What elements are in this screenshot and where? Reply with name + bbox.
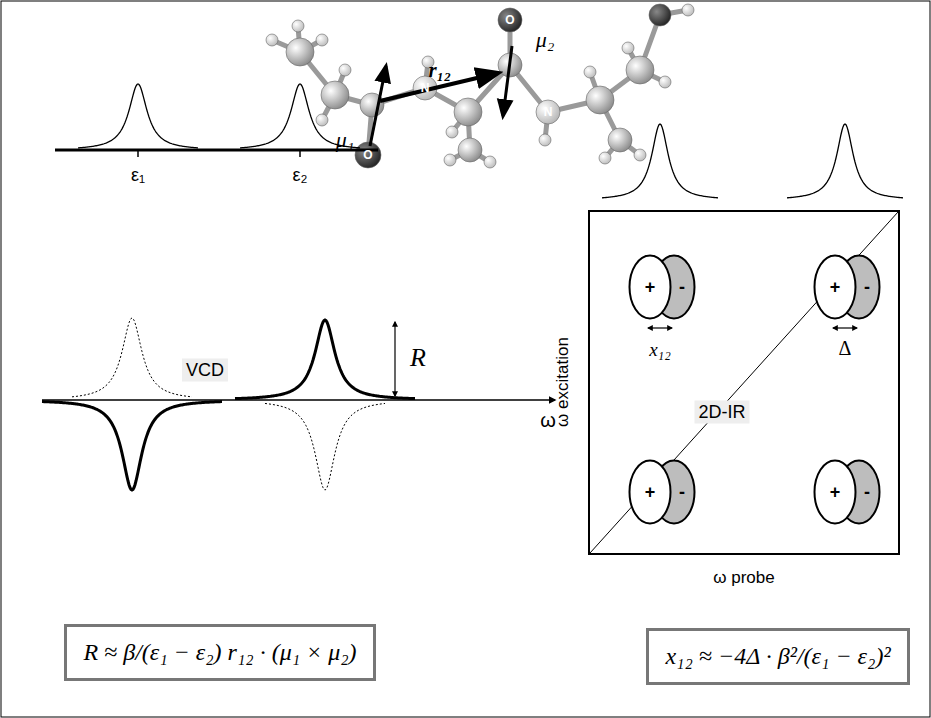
- sign-label: -: [679, 482, 685, 503]
- atom-label: N: [544, 105, 553, 119]
- sign-label: -: [679, 277, 685, 298]
- drawing-part: [626, 56, 654, 84]
- distance-label: r₁₂: [429, 58, 452, 83]
- two-d-ir-plot: 2D-IR + - + - + - + -: [588, 210, 900, 555]
- drawing-part: [586, 86, 614, 114]
- drawing-part: [339, 64, 351, 76]
- vcd-mirror-band: [72, 318, 192, 397]
- peak-ellipse: [654, 256, 695, 319]
- drawing-part: [659, 76, 671, 88]
- anharmonicity-label: Δ: [839, 337, 852, 360]
- tick: [137, 150, 139, 157]
- dipole-label: μ₂: [536, 27, 555, 53]
- positive-peak: +: [628, 459, 672, 525]
- formula: R ≈ β/(ε₁ − ε₂) r₁₂ · (μ₁ × μ₂): [83, 639, 356, 666]
- frequency-label: ε₁: [131, 165, 145, 186]
- splitting-label: x₁₂: [649, 339, 671, 361]
- sign-label: +: [830, 482, 841, 503]
- vcd-band: [42, 402, 222, 490]
- drawing-part: [316, 34, 328, 46]
- peak-ellipse: [839, 461, 880, 524]
- atom-label: O: [505, 13, 514, 27]
- axis-label: ω probe: [713, 568, 774, 588]
- drawing-part: [316, 114, 328, 126]
- axis-label: ω excitation: [553, 337, 573, 427]
- formula: x₁₂ ≈ −4Δ · β²/(ε₁ − ε₂)²: [665, 643, 890, 670]
- absorption-peak: [787, 124, 903, 198]
- dipeptide-molecule: [266, 4, 694, 168]
- two-d-ir-formula-box: x₁₂ ≈ −4Δ · β²/(ε₁ − ε₂)²: [646, 628, 909, 685]
- delta-arrow: [833, 327, 857, 328]
- drawing-part: [503, 46, 512, 116]
- sign-label: +: [645, 277, 656, 298]
- spectrum-baseline: [55, 149, 378, 152]
- amplitude-label: R: [410, 343, 426, 373]
- vcd-formula-box: R ≈ β/(ε₁ − ε₂) r₁₂ · (μ₁ × μ₂): [64, 624, 375, 681]
- r-arrow: [394, 322, 395, 396]
- drawing-part: [458, 138, 482, 162]
- sign-label: -: [864, 482, 870, 503]
- drawing-part: [292, 20, 304, 32]
- drawing-part: [539, 134, 551, 146]
- drawing-part: [484, 156, 496, 168]
- peak-ellipse: [630, 461, 671, 524]
- drawing-part: [446, 126, 458, 138]
- drawing-part: [682, 4, 694, 16]
- positive-peak: +: [628, 254, 672, 320]
- drawing-part: [608, 128, 632, 152]
- drawing-part: [649, 4, 671, 26]
- absorption-peak: [602, 124, 718, 198]
- drawing-part: [370, 66, 386, 146]
- x12-arrow: [648, 327, 672, 328]
- absorption-peak: [78, 84, 198, 148]
- bonds: [272, 10, 688, 162]
- drawing-part: [584, 66, 596, 78]
- vcd-band: [235, 320, 415, 399]
- dipole-label: μ₁: [336, 127, 355, 153]
- positive-peak: +: [813, 459, 857, 525]
- tick: [299, 150, 301, 157]
- drawing-part: [622, 42, 634, 54]
- drawing-part: [355, 142, 381, 168]
- peak-ellipse: [654, 461, 695, 524]
- drawing-part: [321, 81, 349, 109]
- drawing-part: [536, 100, 560, 124]
- diagonal: [590, 212, 898, 553]
- positive-peak: +: [813, 254, 857, 320]
- peak-ellipse: [815, 461, 856, 524]
- peak-ellipse: [630, 256, 671, 319]
- atom-label: O: [363, 148, 372, 162]
- sign-label: -: [864, 277, 870, 298]
- frequency-label: ε₂: [292, 165, 307, 186]
- atom-label: N: [421, 81, 430, 95]
- omega-axis: [42, 399, 555, 401]
- sign-label: +: [830, 277, 841, 298]
- vcd-mirror-band: [265, 403, 385, 490]
- drawing-part: [634, 149, 646, 161]
- peak-ellipse: [839, 256, 880, 319]
- drawing-part: [454, 98, 482, 126]
- sign-label: +: [645, 482, 656, 503]
- spectrum-title: VCD: [182, 359, 228, 382]
- plot-title: 2D-IR: [694, 401, 749, 424]
- drawing-part: [498, 8, 522, 32]
- vector-arrows: [370, 46, 512, 146]
- peak-ellipse: [815, 256, 856, 319]
- atoms: [266, 4, 694, 168]
- drawing-part: [286, 38, 314, 66]
- drawing-part: [444, 154, 456, 166]
- drawing-part: [266, 34, 278, 46]
- spectra: [42, 84, 903, 490]
- drawing-part: [599, 152, 611, 164]
